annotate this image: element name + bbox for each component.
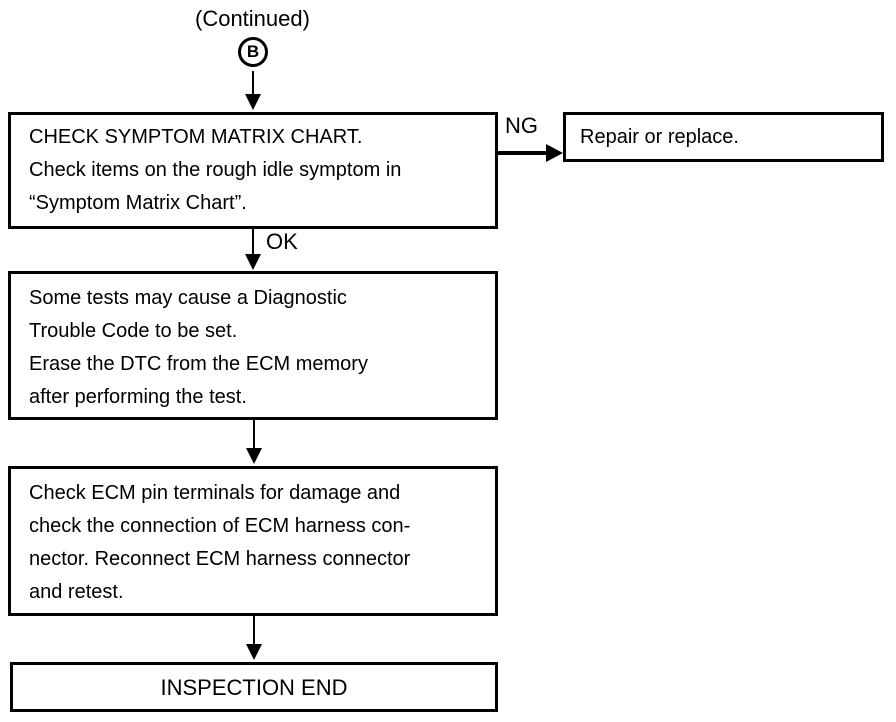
step-text-line: Check items on the rough idle symptom in bbox=[29, 159, 402, 181]
connector-b-badge: B bbox=[238, 37, 268, 67]
step-box-check-symptom: CHECK SYMPTOM MATRIX CHART. Check items … bbox=[8, 112, 498, 229]
arrow-head-right-icon bbox=[546, 144, 563, 162]
step-text-line: after performing the test. bbox=[29, 386, 247, 408]
step-text-line: Some tests may cause a Diagnostic bbox=[29, 287, 347, 309]
ok-label: OK bbox=[266, 229, 298, 254]
arrow-head-down-icon bbox=[246, 644, 262, 660]
end-box-inspection-end: INSPECTION END bbox=[10, 662, 498, 712]
arrow-shaft bbox=[252, 228, 254, 256]
step-text-line: “Symptom Matrix Chart”. bbox=[29, 192, 247, 214]
connector-b-label: B bbox=[246, 42, 260, 61]
step-box-dtc-note: Some tests may cause a Diagnostic Troubl… bbox=[8, 271, 498, 420]
continued-label: (Continued) bbox=[195, 6, 310, 31]
step-text-line: and retest. bbox=[29, 581, 124, 603]
arrow-head-down-icon bbox=[245, 254, 261, 270]
step-text-line: Check ECM pin terminals for damage and bbox=[29, 482, 401, 504]
step-box-ecm-check: Check ECM pin terminals for damage and c… bbox=[8, 466, 498, 616]
step-text-line: Trouble Code to be set. bbox=[29, 320, 238, 342]
step-text-line: check the connection of ECM harness con- bbox=[29, 515, 411, 537]
end-text: INSPECTION END bbox=[160, 674, 348, 700]
arrow-shaft bbox=[252, 71, 254, 96]
step-text-line: CHECK SYMPTOM MATRIX CHART. bbox=[29, 126, 363, 148]
arrow-head-down-icon bbox=[246, 448, 262, 464]
arrow-head-down-icon bbox=[245, 94, 261, 110]
arrow-shaft bbox=[253, 616, 255, 646]
result-text: Repair or replace. bbox=[580, 125, 739, 148]
step-text-line: Erase the DTC from the ECM memory bbox=[29, 353, 368, 375]
ng-label: NG bbox=[505, 113, 538, 138]
arrow-shaft bbox=[497, 151, 547, 155]
result-box-repair: Repair or replace. bbox=[563, 112, 884, 162]
step-text-line: nector. Reconnect ECM harness connector bbox=[29, 548, 411, 570]
arrow-shaft bbox=[253, 420, 255, 450]
